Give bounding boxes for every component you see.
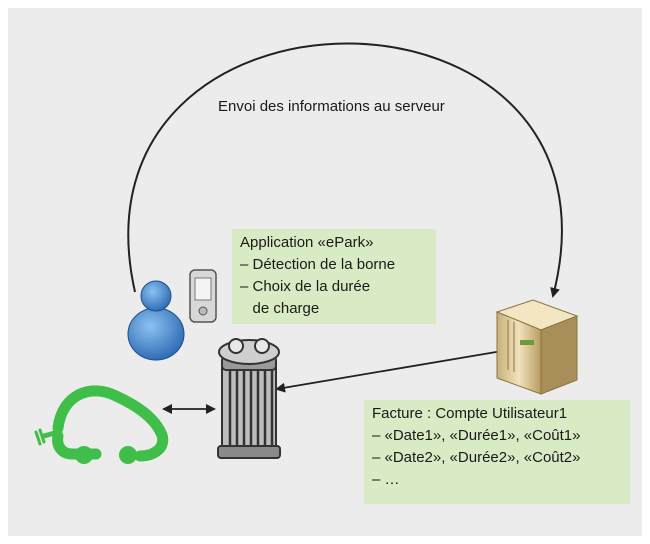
app-note-line: de charge [240, 300, 320, 317]
invoice-note-line: – «Date1», «Durée1», «Coût1» [372, 427, 581, 444]
app-note: Application «ePark» – Détection de la bo… [232, 229, 436, 324]
invoice-note: Facture : Compte Utilisateur1 – «Date1»,… [364, 400, 630, 504]
app-note-line: – Détection de la borne [240, 256, 396, 273]
top-label: Envoi des informations au serveur [218, 98, 445, 115]
invoice-note-line: – … [372, 471, 400, 488]
arrow-server-to-station [275, 349, 509, 393]
smartphone-icon [189, 269, 217, 323]
invoice-note-line: – «Date2», «Durée2», «Coût2» [372, 449, 581, 466]
arc-arrow-to-server [127, 42, 563, 298]
invoice-note-line: Facture : Compte Utilisateur1 [372, 405, 568, 422]
app-note-line: – Choix de la durée [240, 278, 371, 295]
user-icon [127, 280, 185, 361]
app-note-line: Application «ePark» [240, 234, 374, 251]
charging-station-icon [217, 338, 281, 459]
server-icon [495, 299, 579, 395]
electric-car-icon [34, 385, 169, 464]
